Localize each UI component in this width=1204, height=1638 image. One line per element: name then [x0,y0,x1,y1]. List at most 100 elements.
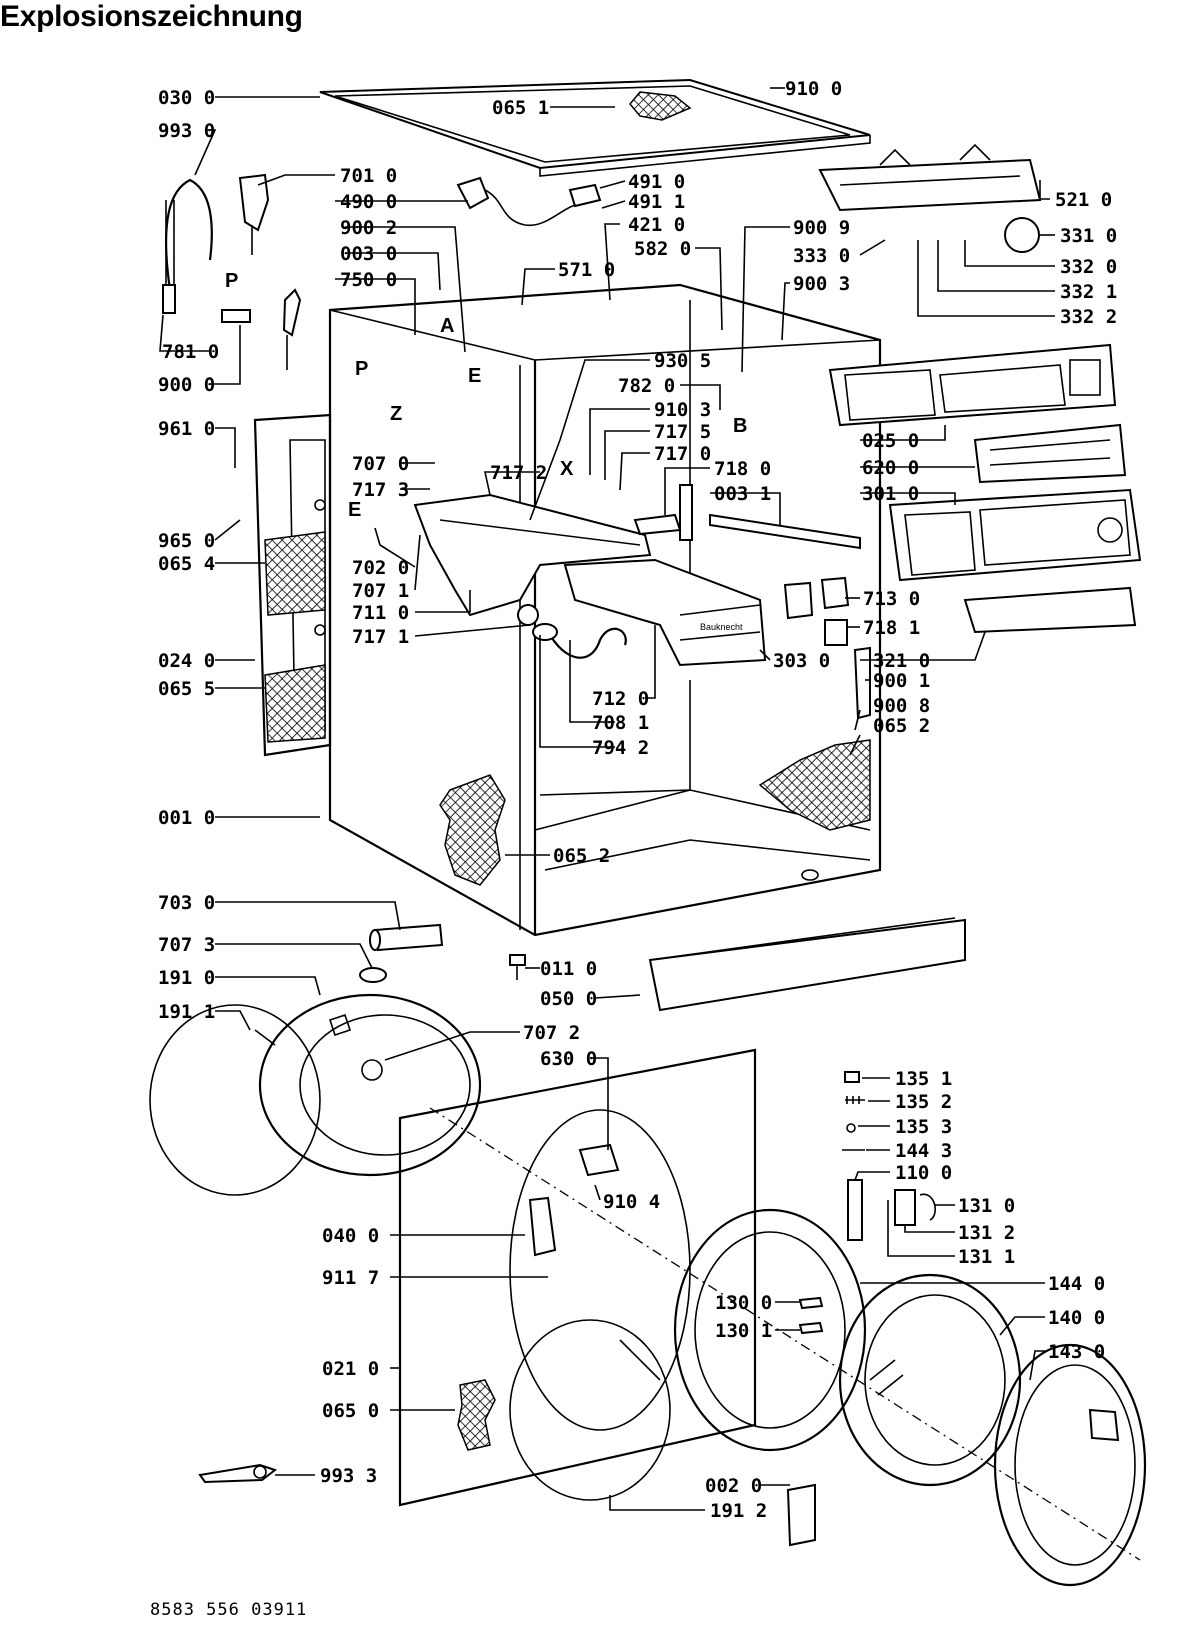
part-label: 321 0 [873,650,930,672]
electronic-module-part [973,423,1127,484]
part-label: 065 4 [158,553,215,575]
part-label: 521 0 [1055,189,1112,211]
door-glass-part [838,1273,1022,1487]
part-label: 630 0 [540,1048,597,1070]
knob-part [1004,217,1040,253]
part-label: 191 1 [158,1001,215,1023]
pressure-switch-part [282,288,302,370]
page-title: Explosionszeichnung [0,0,303,33]
part-label: 930 5 [654,350,711,372]
part-label: 712 0 [592,688,649,710]
part-label: 065 2 [553,845,610,867]
part-label: 491 1 [628,191,685,213]
part-label: 135 1 [895,1068,952,1090]
part-number-labels: 030 0 993 0 701 0 490 0 900 2 003 0 750 … [158,78,1117,1522]
part-label: 717 2 [490,462,547,484]
pipe-part [359,923,444,983]
part-label: 065 1 [492,97,549,119]
part-label: 703 0 [158,892,215,914]
part-label: 040 0 [322,1225,379,1247]
part-label: 910 3 [654,399,711,421]
part-label: 717 0 [654,443,711,465]
part-label: 332 1 [1060,281,1117,303]
door-cover-part [993,1343,1147,1587]
part-label: 900 9 [793,217,850,239]
decor-strip-part [963,586,1137,634]
part-label: 021 0 [322,1358,379,1380]
part-label: 025 0 [862,430,919,452]
front-panel-part [888,488,1142,582]
door-frame-part [673,1208,867,1452]
part-label: 332 2 [1060,306,1117,328]
part-label: 571 0 [558,259,615,281]
part-label: 130 1 [715,1320,772,1342]
part-label: 965 0 [158,530,215,552]
part-label: 702 0 [352,557,409,579]
screws-part [842,1071,865,1151]
part-label: 110 0 [895,1162,952,1184]
part-label: 707 2 [523,1022,580,1044]
part-label: 003 0 [340,243,397,265]
part-label: 144 0 [1048,1273,1105,1295]
part-label: 050 0 [540,988,597,1010]
part-label: 794 2 [592,737,649,759]
part-label: 065 5 [158,678,215,700]
letter-marker-p: P [225,270,238,292]
part-label: 711 0 [352,602,409,624]
letter-marker-e: E [468,365,481,387]
part-label: 024 0 [158,650,215,672]
part-label: 717 1 [352,626,409,648]
part-label: 332 0 [1060,256,1117,278]
control-board-part [828,343,1117,427]
part-label: 900 1 [873,670,930,692]
front-cabinet-panel-part [398,1048,757,1507]
foot-part [509,954,526,980]
part-label: 900 8 [873,695,930,717]
latch-parts [783,576,871,720]
programmer-part [818,143,1042,212]
letter-marker-x: X [560,458,574,480]
letter-marker-p: P [355,358,368,380]
drain-hose-part [517,604,627,659]
part-label: 911 7 [322,1267,379,1289]
part-label: 030 0 [158,87,215,109]
part-label: 708 1 [592,712,649,734]
top-lid-part [319,78,871,177]
part-label: 065 0 [322,1400,379,1422]
part-label: 333 0 [793,245,850,267]
part-label: 421 0 [628,214,685,236]
part-label: 191 0 [158,967,215,989]
letter-marker-z: Z [390,403,402,425]
part-label: 131 1 [958,1246,1015,1268]
part-label: 900 2 [340,217,397,239]
part-label: 131 2 [958,1222,1015,1244]
plinth-part [648,917,966,1012]
part-label: 701 0 [340,165,397,187]
tool-part [198,1463,278,1484]
mains-cable-part [456,176,602,227]
part-label: 713 0 [863,588,920,610]
part-label: 707 0 [352,453,409,475]
part-label: 135 2 [895,1091,952,1113]
part-label: 718 0 [714,458,771,480]
part-label: 002 0 [705,1475,762,1497]
sensor-rail-part [633,484,861,550]
part-label: 750 0 [340,269,397,291]
handle-part [847,1179,936,1241]
parts-geometry: Bauknecht [149,78,1147,1587]
part-label: 001 0 [158,807,215,829]
part-label: 900 0 [158,374,215,396]
part-label: 900 3 [793,273,850,295]
part-label: 993 0 [158,120,215,142]
part-label: 011 0 [540,958,597,980]
part-label: 140 0 [1048,1307,1105,1329]
part-label: 490 0 [340,191,397,213]
part-label: 191 2 [710,1500,767,1522]
part-label: 993 3 [320,1465,377,1487]
part-label: 065 2 [873,715,930,737]
part-label: 782 0 [618,375,675,397]
tub-ring-part [258,993,482,1177]
part-label: 003 1 [714,483,771,505]
